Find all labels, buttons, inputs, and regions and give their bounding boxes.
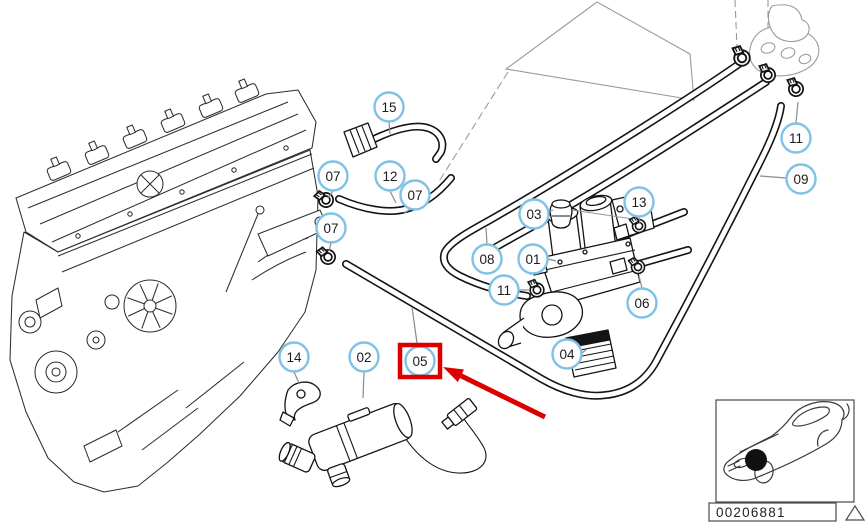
callout-06[interactable] <box>626 287 658 319</box>
car-inset-frame <box>715 399 855 503</box>
callout-11-label[interactable]: 11 <box>497 283 511 298</box>
callout-08-label[interactable]: 08 <box>479 252 494 267</box>
callout-07-label[interactable]: 07 <box>407 188 422 203</box>
callout-01-leader <box>547 258 557 262</box>
callout-05-leader <box>411 306 418 344</box>
highlight-annotation <box>397 342 547 420</box>
hose-05-09 <box>342 102 785 400</box>
callout-07-label[interactable]: 07 <box>323 221 338 236</box>
highlight-box <box>397 342 443 380</box>
callout-08[interactable] <box>471 243 503 275</box>
bellows-connector <box>343 122 378 158</box>
callout-12-leader <box>389 190 397 204</box>
callout-13-leader <box>638 216 641 224</box>
engine-drawing <box>9 78 329 493</box>
callout-07[interactable] <box>317 160 349 192</box>
callout-13-label[interactable]: 13 <box>631 195 646 210</box>
callout-03[interactable] <box>518 198 550 230</box>
callout-07-leader <box>328 242 332 252</box>
car-inset: 00206881 <box>708 399 866 522</box>
car-silhouette-icon <box>723 401 850 484</box>
callout-07[interactable] <box>399 179 431 211</box>
callout-15[interactable] <box>373 91 405 123</box>
bracket-14 <box>279 381 321 427</box>
callout-14-label[interactable]: 14 <box>286 350 302 365</box>
grommet-03 <box>549 199 641 229</box>
callout-09-label[interactable]: 09 <box>793 172 808 187</box>
hose-clamp-icon <box>783 75 806 99</box>
heater-bracket <box>767 4 810 43</box>
callout-09-leader <box>759 175 787 179</box>
callout-09[interactable] <box>785 163 817 195</box>
callout-11-leader <box>795 101 799 124</box>
callout-04-leader <box>581 348 588 354</box>
callout-14[interactable] <box>278 341 310 373</box>
callouts: 15 07 12 07 07 03 13 08 01 11 06 04 14 02 05 11 09 <box>278 91 817 399</box>
callout-06-leader <box>638 275 643 289</box>
hose-12 <box>335 174 455 215</box>
callout-12-label[interactable]: 12 <box>382 169 397 184</box>
callout-04[interactable] <box>551 338 583 370</box>
aux-water-pump-02 <box>278 398 487 488</box>
callout-06-label[interactable]: 06 <box>634 296 649 311</box>
callout-02-leader <box>362 371 365 399</box>
highlight-arrow-head <box>443 367 465 383</box>
callout-11[interactable] <box>780 122 812 154</box>
callout-11-label[interactable]: 11 <box>789 131 803 146</box>
triangle-marker-icon <box>844 504 866 521</box>
pump-body <box>308 402 413 471</box>
ignition-coils <box>46 78 260 181</box>
callout-12[interactable] <box>374 160 406 192</box>
hose-15 <box>343 122 447 163</box>
callout-11[interactable] <box>488 274 520 306</box>
pump-outlet <box>327 463 351 488</box>
part-number-box <box>708 502 837 522</box>
callout-08-leader <box>485 227 488 245</box>
callout-01-label[interactable]: 01 <box>525 252 540 267</box>
pump-inlet <box>278 441 316 473</box>
callout-03-label[interactable]: 03 <box>526 207 541 222</box>
callout-04-label[interactable]: 04 <box>559 347 575 362</box>
callout-15-leader <box>388 121 391 135</box>
callout-13[interactable] <box>623 186 655 218</box>
callout-05-label[interactable]: 05 <box>412 354 427 369</box>
callout-07[interactable] <box>315 212 347 244</box>
hose-08 <box>439 60 770 300</box>
hose-clamp-icon <box>315 244 337 267</box>
callout-02-label[interactable]: 02 <box>356 350 371 365</box>
callout-07-label[interactable]: 07 <box>325 169 340 184</box>
callout-01[interactable] <box>517 243 549 275</box>
hoses <box>335 60 785 400</box>
highlight-arrow-shaft <box>459 373 547 420</box>
location-dot <box>745 449 767 471</box>
callout-14-leader <box>293 371 300 384</box>
callout-07-leader <box>327 190 334 199</box>
callout-15-label[interactable]: 15 <box>381 100 396 115</box>
cable-connector <box>441 398 478 430</box>
callout-02[interactable] <box>348 341 380 373</box>
part-number: 00206881 <box>716 505 786 520</box>
